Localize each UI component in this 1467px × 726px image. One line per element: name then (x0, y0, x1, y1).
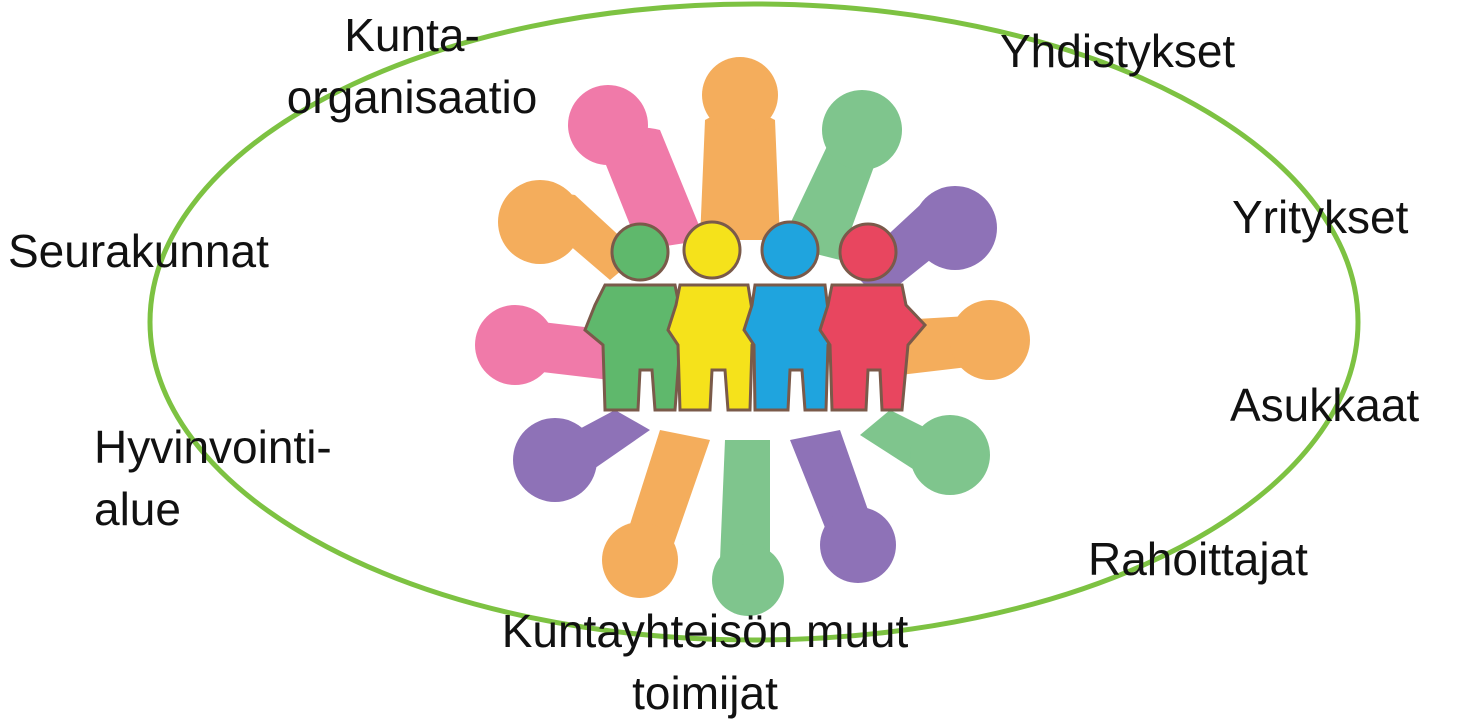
label-yritykset: Yritykset (1232, 191, 1409, 243)
people-group (583, 220, 928, 412)
label-yhdistykset: Yhdistykset (1000, 25, 1236, 77)
puzzle-people-icon (475, 57, 1030, 616)
puzzle-ring (475, 57, 1030, 616)
label-seurakunnat: Seurakunnat (8, 225, 269, 277)
label-asukkaat: Asukkaat (1230, 379, 1420, 431)
label-kuntayhteison-muut-toimijat: Kuntayhteisön muut toimijat (501, 605, 909, 719)
stakeholder-ellipse (147, 1, 1361, 643)
person-red (818, 222, 928, 412)
person-blue (742, 220, 840, 412)
label-kunta-organisaatio: Kunta- organisaatio (286, 9, 538, 123)
label-rahoittajat: Rahoittajat (1088, 533, 1308, 585)
label-hyvinvointialue: Hyvinvointi- alue (94, 421, 332, 535)
